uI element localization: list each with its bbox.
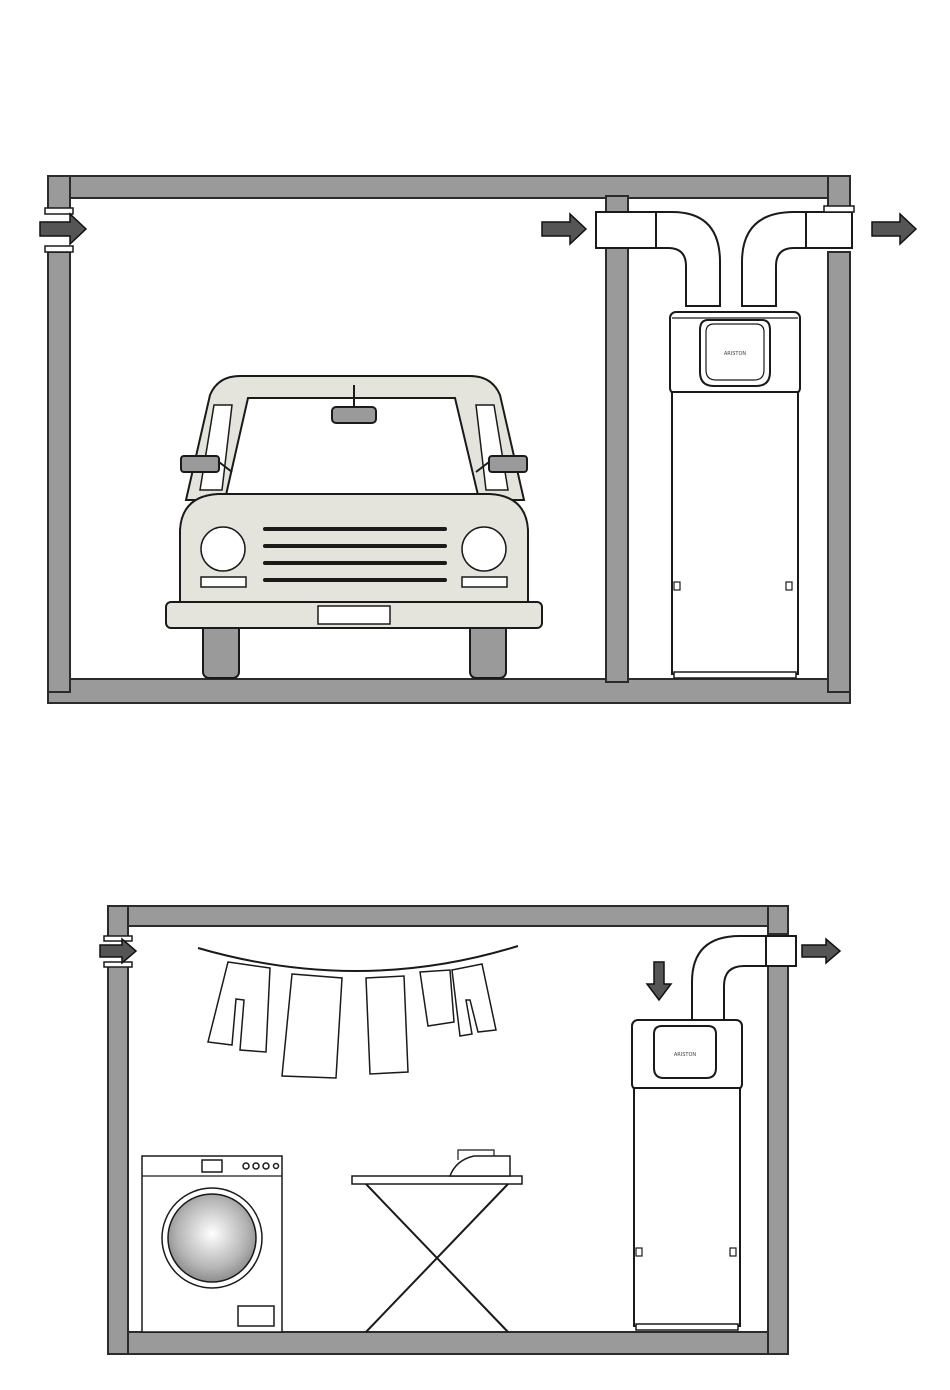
license-plate <box>318 606 390 624</box>
garage-heat-pump: ARISTON <box>670 312 800 678</box>
laundry-unit-left-latch <box>636 1248 642 1256</box>
laundry-vent-bottom <box>104 962 132 967</box>
shirt-3 <box>420 970 454 1026</box>
car-right-indicator <box>462 577 507 587</box>
washer-display <box>202 1160 222 1172</box>
inlet-arrow-icon <box>40 214 86 244</box>
partition-wall <box>606 246 628 682</box>
laundry-right-wall-upper <box>768 906 788 934</box>
laundry-vent-top <box>104 936 132 941</box>
garage-left-wall-lower <box>48 252 70 692</box>
outlet-duct-elbow <box>742 212 810 306</box>
outlet-duct-box <box>806 212 852 248</box>
garage-scene: ARISTON <box>40 176 916 703</box>
laundry-floor <box>108 1332 788 1354</box>
unit-left-latch <box>674 582 680 590</box>
rearview-mirror <box>332 407 376 423</box>
unit-tank <box>672 392 798 674</box>
car-left-indicator <box>201 577 246 587</box>
laundry-outlet-arrow-icon <box>802 939 840 963</box>
garage-ceiling <box>48 176 850 198</box>
iron <box>450 1156 510 1176</box>
car-left-headlight <box>201 527 245 571</box>
unit-right-latch <box>786 582 792 590</box>
laundry-left-wall-lower <box>108 966 128 1354</box>
trousers-right <box>452 964 496 1036</box>
left-vent-top <box>45 208 73 214</box>
garage-ducts <box>596 206 854 306</box>
car-right-headlight <box>462 527 506 571</box>
car-right-side-mirror <box>489 456 527 472</box>
laundry-unit-right-latch <box>730 1248 736 1256</box>
trousers-left <box>208 962 270 1052</box>
car-left-side-mirror <box>181 456 219 472</box>
clothesline <box>198 946 518 1078</box>
garage-left-wall-upper <box>48 176 70 212</box>
laundry-inlet-arrow-icon <box>100 939 136 963</box>
washer-drawer <box>238 1306 274 1326</box>
washing-machine <box>142 1156 282 1332</box>
unit-logo: ARISTON <box>724 351 747 357</box>
laundry-right-wall-lower <box>768 966 788 1354</box>
shirt-2 <box>366 976 408 1074</box>
outlet-arrow-icon <box>872 214 916 244</box>
washer-drum <box>168 1194 256 1282</box>
laundry-unit-logo: ARISTON <box>674 1052 697 1058</box>
ironing-board-top <box>352 1176 522 1184</box>
laundry-unit-tank <box>634 1088 740 1326</box>
laundry-unit-base <box>636 1324 738 1330</box>
shirt-1 <box>282 974 342 1078</box>
ironing-board <box>352 1150 522 1332</box>
inlet-duct-elbow <box>656 212 720 306</box>
unit-base <box>674 672 796 678</box>
laundry-intake-arrow-icon <box>647 962 671 1000</box>
outlet-vent-top <box>824 206 854 212</box>
laundry-ceiling <box>108 906 788 926</box>
left-vent-bottom <box>45 246 73 252</box>
duct-inlet-arrow-icon <box>542 214 586 244</box>
inlet-duct-box <box>596 212 658 248</box>
laundry-left-wall-upper <box>108 906 128 938</box>
laundry-scene: ARISTON <box>100 906 840 1354</box>
garage-floor <box>48 679 850 703</box>
garage-right-wall-lower <box>828 252 850 692</box>
laundry-outlet-box <box>766 936 796 966</box>
car <box>166 376 542 678</box>
